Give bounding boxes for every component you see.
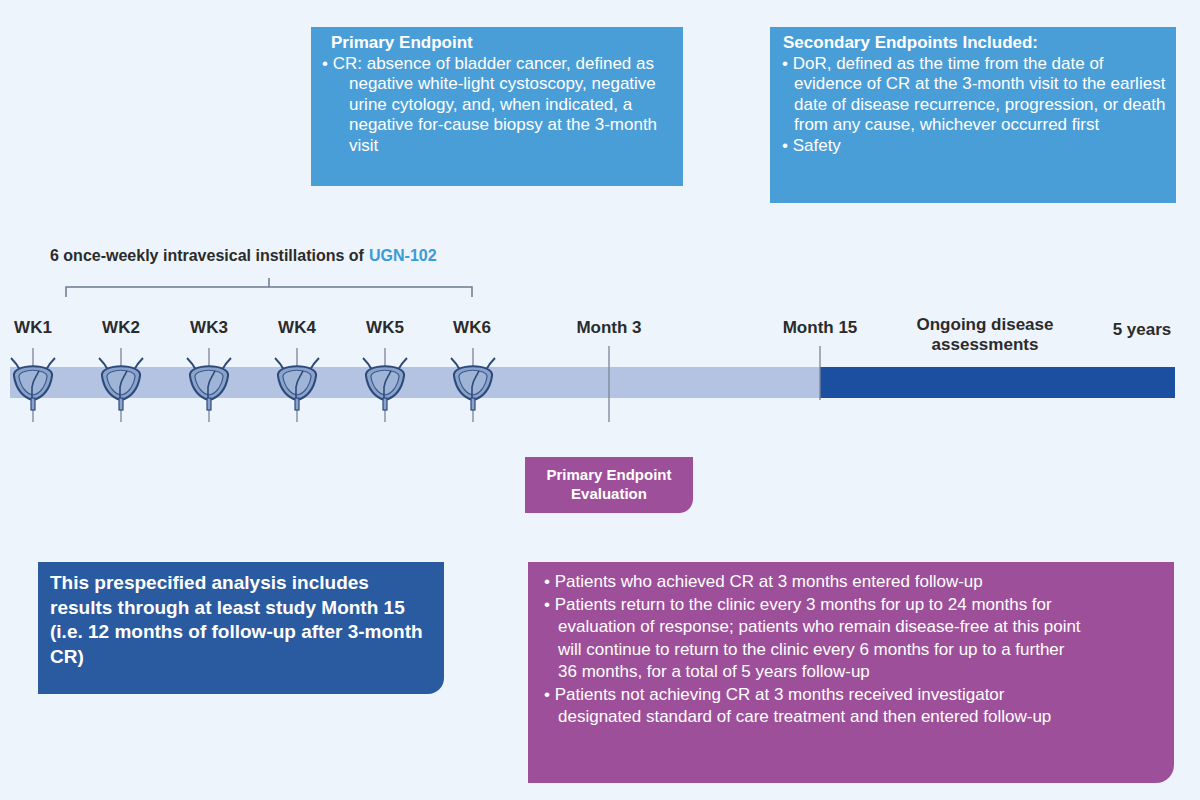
drug-name: UGN-102 [369, 246, 437, 266]
tick-lines [33, 346, 820, 422]
week-label: WK3 [190, 318, 228, 338]
week-label: WK1 [14, 318, 52, 338]
bullet-text: • CR: absence of bladder cancer, defined… [317, 54, 673, 157]
follow-up-band [820, 367, 1175, 398]
tick-line [608, 346, 609, 422]
bullet-text: • Patients not achieving CR at 3 months … [544, 684, 1084, 729]
month-label: Month 3 [576, 318, 641, 338]
follow-up-box: • Patients who achieved CR at 3 months e… [528, 562, 1174, 783]
bladder-icon [451, 358, 495, 410]
week-label: WK2 [102, 318, 140, 338]
bladder-icon [187, 358, 231, 410]
bullet-text: • Patients who achieved CR at 3 months e… [544, 571, 1084, 594]
endpoint-box: Secondary Endpoints Included:• DoR, defi… [770, 27, 1176, 203]
bullet-text: • Safety [776, 136, 1166, 157]
instillation-bracket [66, 278, 472, 297]
bladder-icon [275, 358, 319, 410]
week-label: WK6 [453, 318, 491, 338]
evaluation-box: Primary Endpoint Evaluation [525, 457, 693, 513]
endpoint-box: Primary Endpoint• CR: absence of bladder… [311, 27, 683, 186]
duration-label: 5 years [1113, 320, 1172, 340]
bullet-text: • Patients return to the clinic every 3 … [544, 594, 1084, 684]
bullet-text: • DoR, defined as the time from the date… [776, 54, 1166, 136]
bladder-icon [11, 358, 55, 410]
box-heading: Secondary Endpoints Included: [783, 33, 1166, 54]
bladder-icon [99, 358, 143, 410]
box-text: Primary Endpoint Evaluation [543, 465, 675, 503]
tick-line [819, 346, 820, 400]
month-label: Month 15 [783, 318, 858, 338]
phase-label: Ongoing disease assessments [910, 315, 1060, 355]
bladder-icon [363, 358, 407, 410]
week-label: WK4 [278, 318, 316, 338]
week-label: WK5 [366, 318, 404, 338]
box-text: This prespecified analysis includes resu… [50, 571, 434, 669]
instillation-label: 6 once-weekly intravesical instillations… [50, 246, 364, 266]
box-heading: Primary Endpoint [331, 33, 673, 54]
analysis-box: This prespecified analysis includes resu… [38, 562, 444, 694]
